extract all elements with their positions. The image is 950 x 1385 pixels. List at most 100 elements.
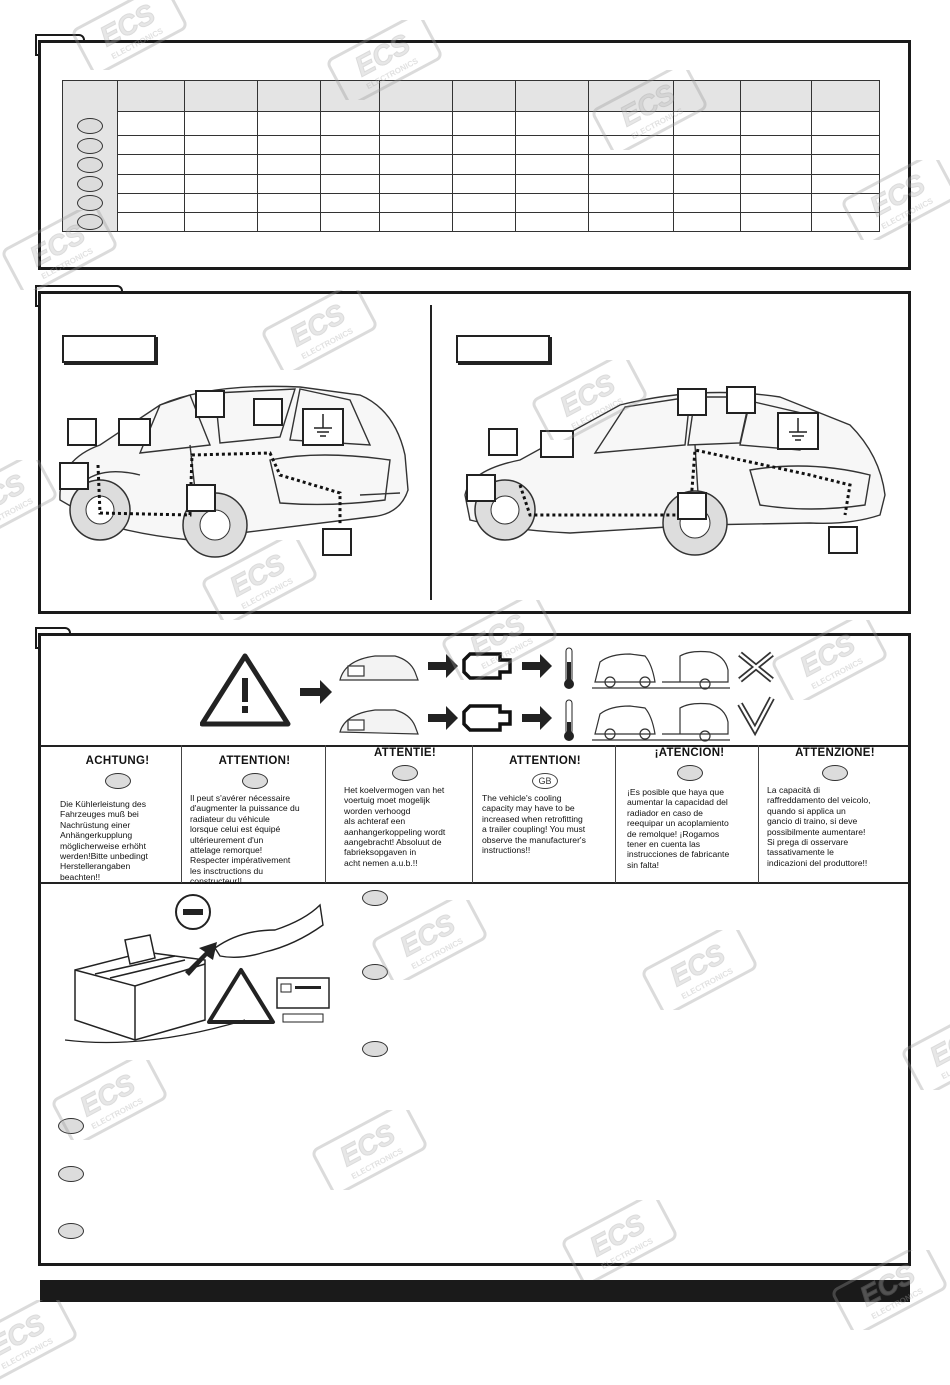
arrow-right-icon	[300, 680, 332, 704]
variant-label-box	[456, 335, 550, 363]
cooling-warning-diagram	[200, 647, 775, 742]
svg-text:ECS: ECS	[0, 1308, 50, 1363]
warning-table-bottom-line	[40, 882, 909, 884]
warning-es: ¡ATENCION! ¡Es posible que haya que aume…	[621, 747, 758, 882]
table-row	[63, 111, 880, 137]
thermometer-icon	[564, 699, 574, 741]
language-oval-gb: GB	[532, 773, 558, 789]
table-row	[63, 154, 880, 175]
column-divider	[758, 745, 759, 883]
svg-text:ELECTRONICS: ELECTRONICS	[0, 496, 35, 531]
language-oval	[676, 765, 703, 781]
ground-callout	[777, 412, 819, 450]
table-header-cell	[740, 79, 812, 113]
section3-frame	[38, 633, 911, 1266]
table-header-cell	[379, 79, 453, 113]
column-divider	[615, 745, 616, 883]
language-oval	[822, 765, 848, 781]
callout-box	[67, 418, 97, 446]
callout-box	[466, 474, 496, 502]
battery-disconnect-illustration	[65, 894, 330, 1044]
wiring-harness-path	[518, 448, 852, 517]
warning-text: Die Kühlerleistung des Fahrzeuges muß be…	[60, 799, 148, 882]
warning-table-top-line	[40, 745, 909, 747]
warning-it: ATTENZIONE! La capacità di raffreddament…	[761, 747, 909, 882]
language-oval	[77, 138, 103, 154]
arrow-right-icon	[522, 706, 552, 730]
svg-text:ELECTRONICS: ELECTRONICS	[940, 1046, 950, 1081]
svg-text:ELECTRONICS: ELECTRONICS	[0, 1336, 55, 1371]
hand-icon	[214, 903, 324, 959]
car-with-trailer-icon	[592, 650, 730, 690]
car-with-trailer-icon	[592, 702, 730, 742]
thermometer-icon	[564, 647, 574, 689]
table-row	[63, 173, 880, 194]
warning-triangle-icon	[200, 653, 291, 727]
callout-box	[195, 390, 225, 418]
warning-fr: ATTENTION! Il peut s'avérer nécessaire d…	[184, 747, 325, 886]
cross-icon	[738, 651, 774, 683]
warning-title: ATTENTION!	[509, 755, 581, 767]
divider-line	[430, 305, 432, 600]
language-oval	[77, 157, 103, 173]
arrow-right-icon	[428, 706, 458, 730]
warning-title: ¡ATENCION!	[654, 747, 725, 759]
callout-box	[186, 484, 216, 512]
vehicle-data-table	[62, 79, 880, 233]
warning-gb: ATTENTION! GB The vehicle's cooling capa…	[476, 747, 614, 882]
variant-label-box	[62, 335, 156, 363]
callout-box	[253, 398, 283, 426]
arrow-icon	[185, 942, 217, 976]
warning-text: ¡Es posible que haya que aumentar la cap…	[627, 787, 730, 870]
warning-title: ACHTUNG!	[85, 755, 150, 767]
table-header-cell	[320, 79, 380, 113]
callout-box	[118, 418, 151, 446]
language-oval	[77, 118, 103, 134]
minus-icon	[175, 894, 211, 930]
ground-icon	[314, 414, 332, 437]
ground-callout	[302, 408, 344, 446]
table-header-cell	[117, 79, 185, 113]
check-icon	[737, 696, 775, 737]
warning-triangle-icon	[207, 968, 275, 1024]
arrow-right-icon	[428, 654, 458, 678]
table-header-cell	[184, 79, 258, 113]
engine-icon	[462, 704, 512, 732]
callout-box	[677, 492, 707, 520]
language-oval	[362, 890, 388, 906]
callout-box	[540, 430, 574, 458]
callout-box	[322, 528, 352, 556]
table-header-cell	[811, 79, 880, 113]
svg-text:ECS: ECS	[0, 468, 30, 523]
language-oval	[362, 964, 388, 980]
warning-text: La capacità di raffreddamento del veicol…	[767, 785, 871, 868]
warning-title: ATTENTION!	[218, 755, 291, 767]
language-oval	[392, 765, 418, 781]
table-header-cell	[452, 79, 516, 113]
table-row	[63, 211, 880, 233]
column-divider	[325, 745, 326, 883]
table-row	[63, 192, 880, 213]
arrow-right-icon	[522, 654, 552, 678]
language-oval	[104, 773, 131, 789]
warning-title: ATTENZIONE!	[795, 747, 875, 759]
language-oval	[241, 773, 268, 789]
warning-text: The vehicle's cooling capacity may have …	[482, 793, 586, 856]
ground-icon	[789, 418, 807, 441]
language-oval	[58, 1223, 84, 1239]
sedan-wiring-diagram	[59, 385, 409, 558]
callout-box	[59, 462, 89, 490]
warning-de: ACHTUNG! Die Kühlerleistung des Fahrzeug…	[54, 747, 181, 882]
warning-text: Het koelvermogen van het voertuig moet m…	[344, 785, 446, 868]
column-divider	[181, 745, 182, 883]
warning-text: Il peut s'avérer nécessaire d'augmenter …	[190, 793, 300, 887]
language-oval	[77, 214, 103, 230]
engine-icon	[462, 652, 512, 680]
warning-nl: ATTENTIE! Het koelvermogen van het voert…	[338, 747, 472, 882]
language-oval	[58, 1166, 84, 1182]
footer-bar	[40, 1280, 910, 1302]
warning-title: ATTENTIE!	[374, 747, 436, 759]
table-header-cell	[257, 79, 321, 113]
callout-box	[726, 386, 756, 414]
